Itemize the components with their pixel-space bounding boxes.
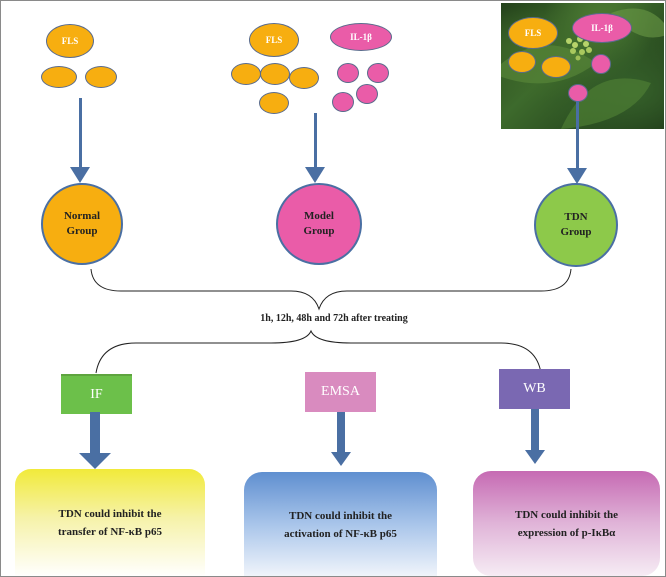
tdn-group-label-line2: Group [560,226,592,238]
result-box-wb: TDN could inhibit the expression of p-IκB… [473,471,660,576]
result-if-line1: TDN could inhibit the [58,508,162,520]
fls-cell-label-model: FLS [249,23,299,57]
fls-cell-label-tdn: FLS [508,17,558,49]
arrow-wb-to-result [531,409,539,452]
fls-cell [541,56,571,78]
fls-cell [85,66,117,88]
result-wb-line1: TDN could inhibit the [515,508,618,521]
tdn-group-circle: TDN Group [534,183,618,267]
fls-cell [289,67,319,89]
method-box-emsa: EMSA [305,372,376,412]
arrow-head-icon [525,450,545,464]
normal-group-label-line1: Normal [63,210,101,222]
arrow-if-to-result [90,412,100,455]
model-group-label-line2: Group [303,225,335,237]
arrow-head-icon [331,452,351,466]
result-if-line2: transfer of NF-κB p65 [58,526,162,538]
il-1b-cell [356,84,378,104]
arrow-head-icon [305,167,325,183]
normal-group-label-line2: Group [66,225,98,237]
result-emsa-line2: activation of NF-κB p65 [284,527,397,540]
il-1b-cell [367,63,389,83]
arrow-head-icon [567,168,587,184]
result-wb-line2: expression of p-IκBα [517,526,616,539]
result-box-if: TDN could inhibit the transfer of NF-κB p… [15,469,205,576]
fls-cell-label-normal: FLS [46,24,94,58]
arrow-head-icon [70,167,90,183]
fls-cell [41,66,77,88]
fls-cell [508,51,536,73]
arrow-to-normal [79,98,82,170]
il-1b-cell [591,54,611,74]
il-1b-cell-label-tdn: IL-1β [572,13,632,43]
arrow-emsa-to-result [337,412,345,454]
il-1b-cell [332,92,354,112]
timing-note: 1h, 12h, 48h and 72h after treating [260,313,408,324]
tdn-group-label-line1: TDN [564,211,588,223]
il-1b-cell-label-model: IL-1β [330,23,392,51]
fls-cell [259,92,289,114]
model-group-label-line1: Model [304,210,334,222]
method-box-if: IF [61,374,132,414]
arrow-head-icon [79,453,111,469]
arrow-to-tdn [576,101,579,171]
result-emsa-line1: TDN could inhibit the [289,509,392,522]
arrow-to-model [314,113,317,170]
brace-connectors [90,268,572,374]
result-box-emsa: TDN could inhibit the activation of NF-κB… [244,472,437,576]
il-1b-cell [337,63,359,83]
method-box-wb: WB [499,369,570,409]
